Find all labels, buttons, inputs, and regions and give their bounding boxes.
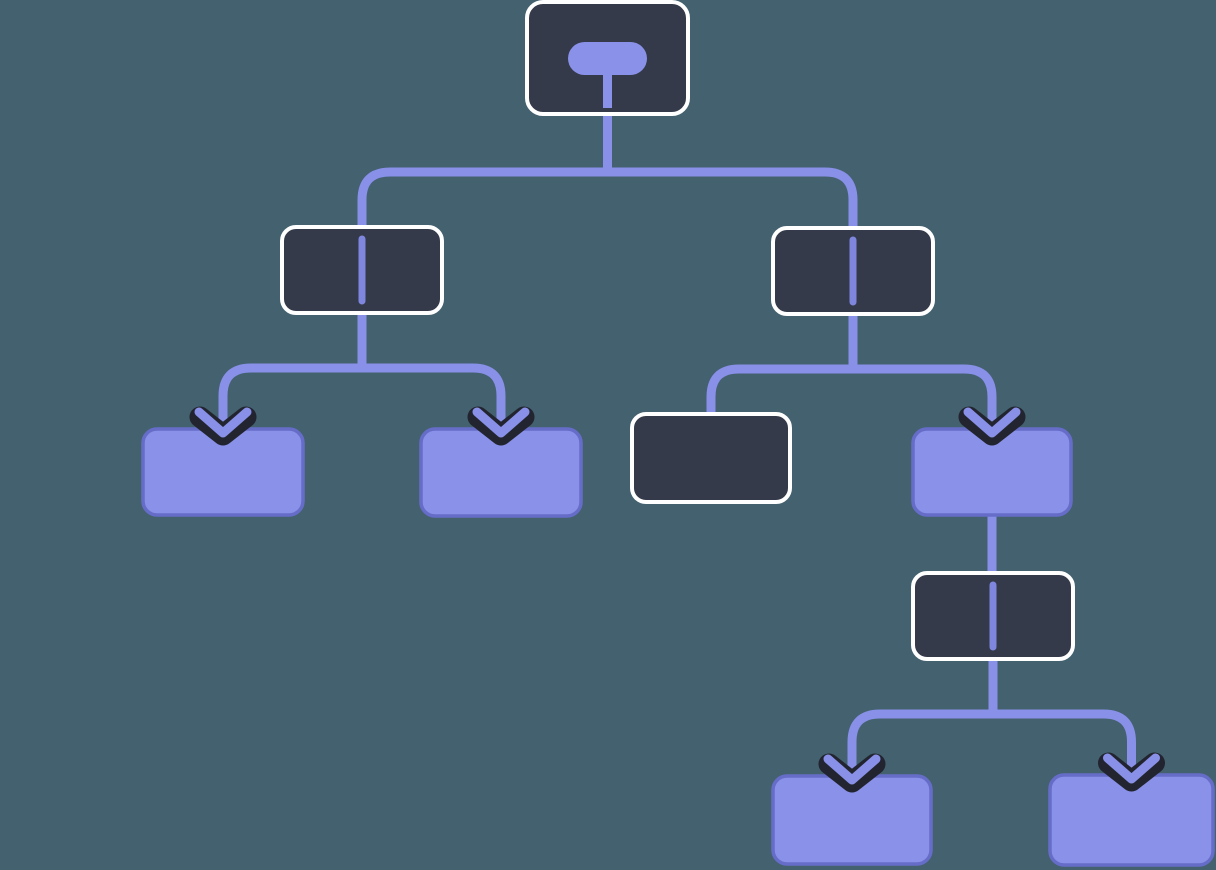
connector-edge	[218, 363, 367, 428]
tree-node-branch-right[interactable]	[771, 226, 935, 316]
double-chevron-down-icon	[1098, 752, 1165, 792]
connector-edge	[603, 167, 858, 238]
connector-edge	[357, 167, 612, 237]
connector-edge	[847, 709, 998, 775]
double-chevron-down-icon	[958, 406, 1026, 446]
root-icon-stem	[603, 72, 612, 108]
root-pill-icon	[568, 42, 647, 75]
tree-node-root[interactable]	[525, 0, 690, 116]
tree-node-branch-left[interactable]	[280, 225, 444, 315]
connector-edge	[706, 364, 858, 424]
tree-node-branch-lower[interactable]	[911, 571, 1075, 661]
double-chevron-down-icon	[818, 753, 886, 793]
node-layer	[141, 0, 1215, 867]
tree-node-plain-dark[interactable]	[630, 412, 792, 504]
chevron-arrow	[194, 407, 252, 438]
arrow-layer	[189, 406, 1165, 793]
chevron-arrow	[1103, 753, 1160, 784]
dark-node-box[interactable]	[630, 412, 792, 504]
connector-edge	[988, 709, 1136, 774]
double-chevron-down-icon	[467, 406, 535, 446]
connector-edge	[848, 364, 997, 428]
chevron-arrow	[472, 407, 530, 438]
chevron-arrow	[823, 754, 881, 785]
chevron-arrow	[963, 407, 1021, 438]
double-chevron-down-icon	[189, 406, 257, 446]
connector-layer	[218, 107, 1136, 775]
connector-edge	[357, 363, 506, 428]
